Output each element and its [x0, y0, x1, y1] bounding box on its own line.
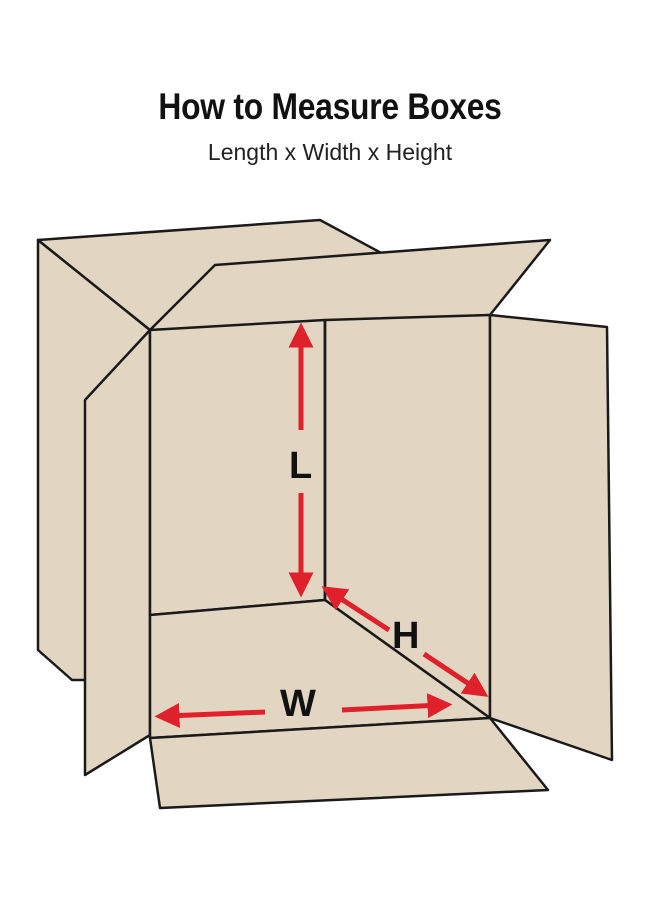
width-arrow-right	[341, 693, 453, 719]
height-arrow-top	[321, 586, 391, 633]
diagram-title: How to Measure Boxes	[158, 86, 502, 127]
length-label: L	[289, 445, 312, 487]
right-side-flap	[488, 313, 614, 762]
diagram-subtitle: Length x Width x Height	[207, 139, 453, 165]
front-bottom-flap	[148, 716, 550, 810]
width-arrow-left	[154, 703, 266, 728]
height-arrow-bottom	[422, 651, 489, 697]
width-label: W	[280, 683, 316, 725]
height-label: H	[392, 615, 419, 657]
left-side-flap	[83, 328, 152, 777]
